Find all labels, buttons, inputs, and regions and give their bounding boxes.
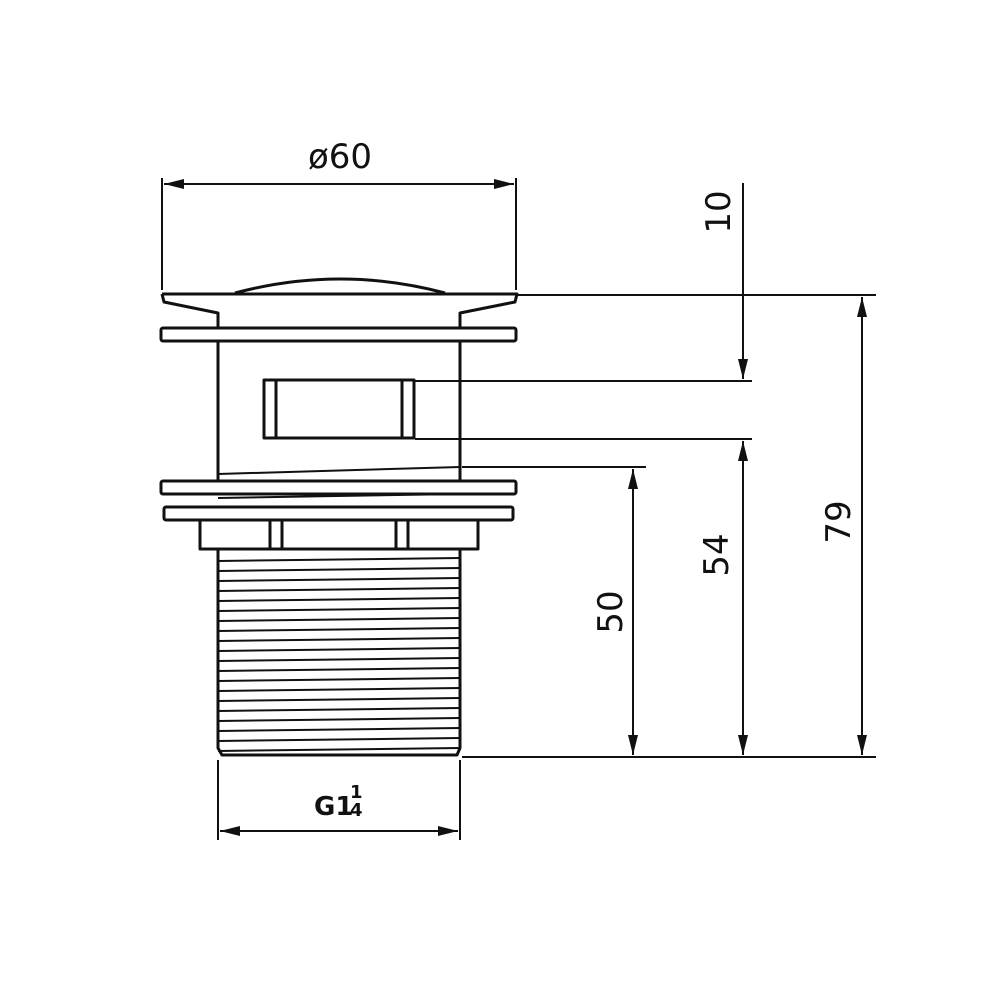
flange-lower-1	[159, 479, 518, 496]
drain-body	[159, 277, 519, 757]
thread-size-label: G1 1 4	[314, 782, 363, 822]
cap-dome	[234, 277, 446, 295]
thread-lines	[217, 557, 461, 752]
flange-lower-2	[162, 505, 515, 522]
thread-line	[217, 667, 461, 672]
thread-fraction-num: 1	[350, 782, 363, 803]
thread-main: G1	[314, 792, 353, 822]
thread-line	[217, 577, 461, 582]
thread-line	[217, 657, 461, 662]
cap	[160, 292, 519, 327]
thread-line	[217, 697, 461, 702]
thread-line	[217, 677, 461, 682]
thread-line	[217, 717, 461, 722]
dimension-50-label: 50	[591, 590, 631, 633]
thread-line	[217, 637, 461, 642]
thread-line	[217, 687, 461, 692]
thread-line	[217, 567, 461, 572]
dimension-79-label: 79	[819, 500, 859, 543]
overflow-slot	[262, 378, 416, 440]
thread-line	[217, 727, 461, 732]
lock-nut	[198, 518, 480, 551]
thread-line	[217, 747, 461, 752]
thread-fraction-den: 4	[350, 800, 363, 821]
thread-line	[217, 557, 461, 562]
dimension-lines	[161, 178, 876, 840]
threaded-body	[216, 549, 462, 757]
dimension-10-label: 10	[699, 190, 739, 233]
thread-line	[217, 647, 461, 652]
thread-line	[217, 707, 461, 712]
thread-line	[217, 627, 461, 632]
diameter-label: ø60	[308, 137, 372, 177]
thread-line	[217, 587, 461, 592]
dimension-54-label: 54	[697, 533, 737, 576]
thread-line	[217, 597, 461, 602]
thread-line	[217, 617, 461, 622]
thread-line	[217, 607, 461, 612]
thread-line	[217, 737, 461, 742]
flange-upper	[159, 326, 518, 343]
